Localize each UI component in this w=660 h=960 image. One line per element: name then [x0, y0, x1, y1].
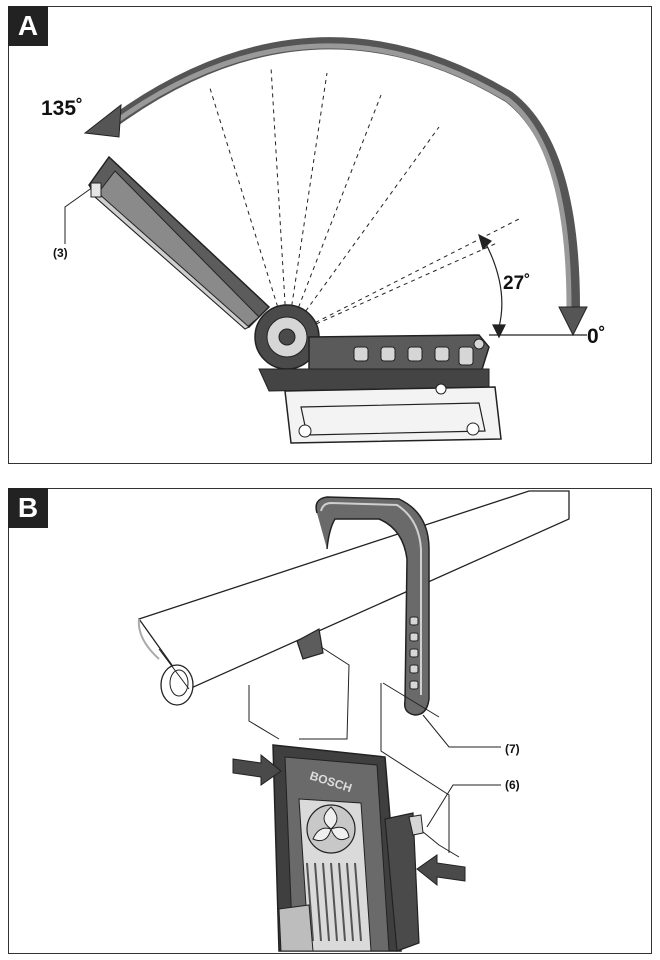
- push-arrow-right: [416, 854, 466, 887]
- lamp-head-tilted: [87, 155, 271, 330]
- label-135: 135˚: [41, 97, 83, 120]
- angle-27-arc: [478, 233, 506, 339]
- rotation-arc-arrow: [83, 37, 588, 337]
- callout-3: (3): [53, 246, 68, 260]
- callout-3-leader: [64, 186, 94, 244]
- lamp-body: BOSCH: [272, 744, 424, 952]
- callout-6: (6): [505, 778, 520, 792]
- label-0: 0˚: [587, 325, 606, 348]
- hanging-bracket: [315, 496, 430, 716]
- panel-b-badge: B: [8, 488, 48, 528]
- left-hook: [296, 628, 324, 660]
- label-27: 27˚: [503, 273, 530, 294]
- panel-a-badge: A: [8, 6, 48, 46]
- callout-6-leader: [426, 784, 501, 828]
- guide-lines: [248, 646, 460, 858]
- button-3: [90, 182, 102, 198]
- callout-7-leader: [422, 714, 501, 748]
- hinge: [254, 304, 320, 370]
- callout-7: (7): [505, 742, 520, 756]
- push-arrow-left: [232, 753, 282, 786]
- horizontal-arm: [258, 334, 490, 392]
- panel-a: A 135˚ 0˚ 27˚ (3): [8, 6, 652, 464]
- panel-b-illustration: (7) (6) BOSCH: [137, 490, 570, 952]
- panel-a-illustration: 135˚ 0˚ 27˚ (3): [41, 37, 606, 444]
- base-battery: [284, 383, 502, 444]
- panel-b: B: [8, 488, 652, 954]
- mounting-pipe: [137, 490, 570, 706]
